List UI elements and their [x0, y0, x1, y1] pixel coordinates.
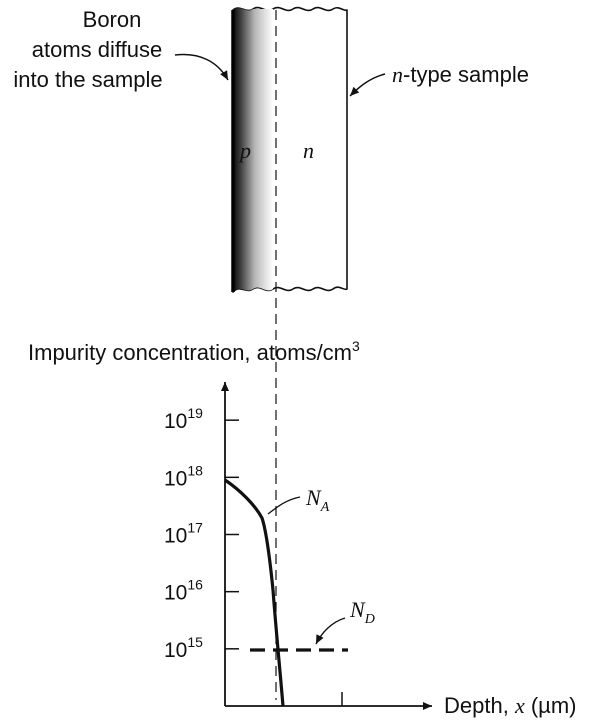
boron-annotation: Boron atoms diffuse into the sample: [13, 7, 229, 92]
boron-label-line-2: atoms diffuse: [32, 37, 162, 62]
y-tick-exponent: 15: [187, 634, 203, 650]
p-region-label: p: [238, 138, 251, 163]
nd-label-sub: D: [364, 612, 375, 627]
y-tick-base: 10: [164, 639, 187, 662]
y-tick-exponent: 19: [187, 405, 203, 421]
boron-label-line-3: into the sample: [13, 67, 162, 92]
x-axis-title-var: x: [514, 693, 525, 718]
y-tick-base: 10: [164, 525, 187, 548]
x-axis-title: Depth, x (µm): [444, 693, 576, 718]
x-axis-title-unit: (µm): [525, 693, 577, 718]
nd-label: ND: [349, 597, 375, 627]
nd-label-main: N: [349, 597, 366, 622]
y-tick-base: 10: [164, 582, 187, 605]
na-leader: [267, 496, 301, 515]
y-axis-title-sup: 3: [352, 338, 360, 354]
boron-arrow: [174, 53, 229, 81]
y-tick-label: 1019: [164, 405, 203, 433]
na-label-main: N: [305, 485, 322, 510]
x-axis-title-main: Depth,: [444, 693, 515, 718]
n-region-label: n: [303, 138, 314, 163]
y-tick-base: 10: [164, 467, 187, 490]
na-label-sub: A: [320, 500, 330, 515]
y-tick-exponent: 16: [187, 577, 203, 593]
na-curve: [224, 478, 285, 707]
ntype-arrow: [349, 73, 386, 97]
ntype-label-suffix: -type sample: [403, 62, 529, 87]
boron-label-line-1: Boron: [83, 7, 142, 32]
y-tick-base: 10: [164, 410, 187, 433]
y-tick-label: 1018: [164, 462, 203, 490]
y-axis-title: Impurity concentration, atoms/cm3: [28, 338, 360, 365]
y-tick-label: 1015: [164, 634, 203, 662]
y-tick-label: 1016: [164, 577, 203, 605]
y-tick-exponent: 17: [187, 520, 203, 536]
na-label: NA: [305, 485, 330, 515]
ntype-annotation: n-type sample: [349, 62, 529, 97]
y-tick-exponent: 18: [187, 462, 203, 478]
y-axis-title-main: Impurity concentration, atoms/cm: [28, 340, 352, 365]
y-tick-label: 1017: [164, 520, 203, 548]
ntype-label: n-type sample: [392, 62, 529, 87]
p-region-shading: [233, 8, 273, 293]
concentration-graph: Impurity concentration, atoms/cm3 101510…: [28, 338, 576, 718]
sample-slab: p n: [231, 6, 348, 700]
ntype-label-prefix: n: [392, 62, 403, 87]
nd-arrow: [315, 617, 346, 645]
